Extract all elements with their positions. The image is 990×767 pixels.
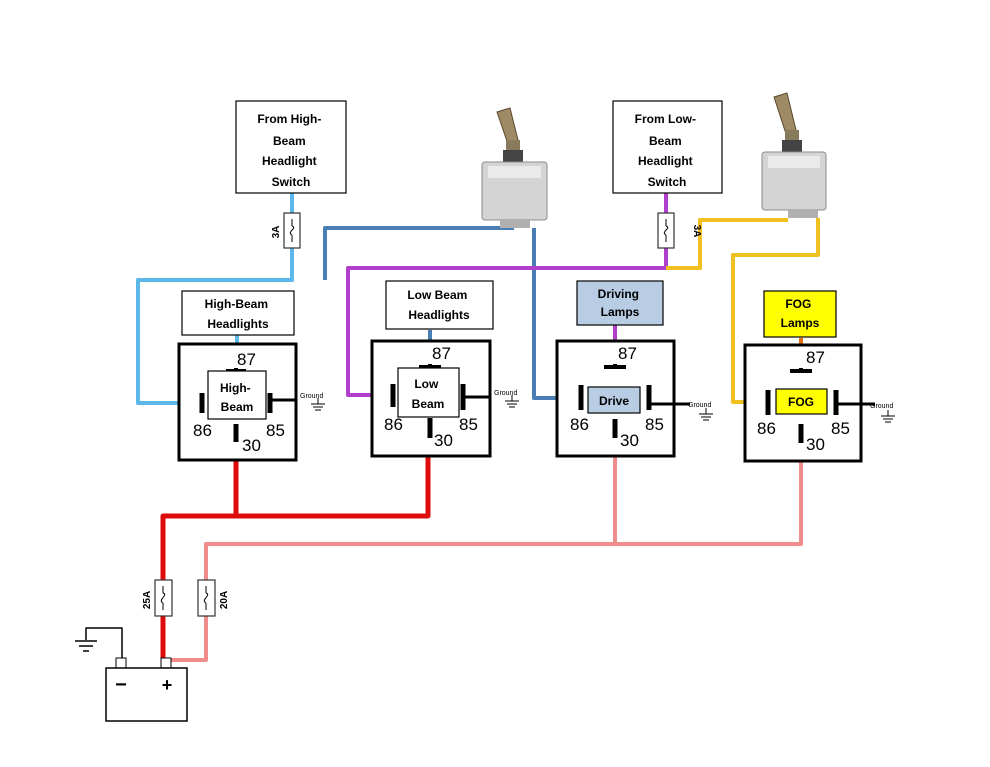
wire-high-beam-switch — [136, 193, 294, 405]
relay-label-line: FOG — [788, 395, 814, 409]
label-line: Switch — [272, 175, 311, 189]
pin-30: 30 — [806, 435, 825, 454]
battery-ground-icon — [75, 640, 97, 652]
pin-87: 87 — [806, 348, 825, 367]
pin-85: 85 — [266, 421, 285, 440]
relay-low-beam: Low Beam 87 86 85 30 Ground — [370, 339, 519, 458]
toggle-switch-icon — [481, 107, 548, 228]
svg-text:FOG: FOG — [788, 395, 814, 409]
fuse-label: 25A — [142, 591, 153, 609]
pin-86: 86 — [193, 421, 212, 440]
pin-30: 30 — [434, 431, 453, 450]
relay-high-beam: High- Beam 87 86 85 30 Ground — [177, 342, 325, 462]
toggle-switch-icon — [761, 92, 827, 218]
relay-label-line: High- — [220, 381, 251, 395]
pin-86: 86 — [384, 415, 403, 434]
ground-label: Ground — [870, 403, 893, 410]
label-line: From High- — [257, 112, 321, 126]
pin-85: 85 — [645, 415, 664, 434]
label-line: Lamps — [781, 316, 820, 330]
wire-low-beam-switch — [346, 193, 668, 397]
svg-text:From Low- Beam Hea: From Low- Beam Headlight Switch — [635, 112, 700, 189]
pin-86: 86 — [570, 415, 589, 434]
wires — [85, 193, 820, 668]
ground-icon: Ground — [870, 403, 895, 423]
label-line: Beam — [273, 134, 306, 148]
relay-label-line: Beam — [412, 397, 445, 411]
fuse-label: 3A — [271, 226, 282, 239]
label-line: FOG — [785, 297, 811, 311]
pin-87: 87 — [237, 350, 256, 369]
svg-text:High- Beam: High- Beam — [220, 381, 254, 414]
battery-negative: − — [115, 674, 127, 696]
label-line: Low Beam — [407, 288, 467, 302]
relay-label-line: Beam — [221, 400, 254, 414]
svg-text:From High- Beam He: From High- Beam Headlight Switch — [257, 112, 324, 189]
fog-lamps-box: FOG Lamps — [763, 290, 837, 338]
svg-text:Low Beam Headlights: Low Beam Headlights — [407, 288, 470, 322]
high-beam-switch-box: From High- Beam Headlight Switch — [235, 100, 347, 194]
pin-85: 85 — [459, 415, 478, 434]
pin-30: 30 — [242, 436, 261, 455]
ground-icon: Ground — [494, 390, 519, 408]
low-beam-headlights-box: Low Beam Headlights — [385, 280, 494, 330]
fuse-switch-low: 3A — [657, 212, 702, 249]
ground-icon: Ground — [688, 402, 713, 421]
label-line: Headlights — [408, 308, 470, 322]
label-line: Headlight — [262, 154, 317, 168]
wire-main-power — [160, 440, 431, 668]
label-line: Driving — [598, 287, 639, 301]
ground-label: Ground — [688, 402, 711, 409]
pin-30: 30 — [620, 431, 639, 450]
svg-text:Drive: Drive — [599, 394, 629, 408]
pin-87: 87 — [432, 344, 451, 363]
fuse-label: 3A — [691, 225, 702, 238]
battery-icon: − + — [105, 657, 188, 722]
wire-battery-ground — [85, 627, 123, 668]
pin-85: 85 — [831, 419, 850, 438]
label-line: From Low- — [635, 112, 696, 126]
label-line: Switch — [648, 175, 687, 189]
fuse-battery-main: 25A — [142, 579, 173, 617]
svg-text:Low Beam: Low Beam — [412, 377, 445, 411]
relay-label-line: Drive — [599, 394, 629, 408]
label-line: Lamps — [601, 305, 640, 319]
ground-label: Ground — [300, 393, 323, 400]
label-line: High-Beam — [205, 297, 268, 311]
label-line: Beam — [649, 134, 682, 148]
relay-fog: FOG 87 86 85 30 Ground — [743, 343, 895, 463]
label-line: Headlights — [207, 317, 269, 331]
relay-drive: Drive 87 86 85 30 Ground — [555, 339, 713, 458]
pin-86: 86 — [757, 419, 776, 438]
label-line: Headlight — [638, 154, 693, 168]
ground-label: Ground — [494, 390, 517, 397]
fuse-switch-high: 3A — [271, 212, 301, 249]
ground-icon: Ground — [300, 393, 325, 411]
fuse-label: 20A — [219, 591, 230, 609]
low-beam-switch-box: From Low- Beam Headlight Switch — [612, 100, 723, 194]
svg-text:High-Beam Headlights: High-Beam Headlights — [205, 297, 272, 331]
high-beam-headlights-box: High-Beam Headlights — [181, 290, 295, 336]
fuse-battery-lamps: 20A — [197, 579, 230, 617]
wire-lamp-power — [166, 440, 803, 668]
battery-positive: + — [162, 675, 173, 695]
svg-text:FOG Lamps: FOG Lamps — [781, 297, 820, 330]
pin-87: 87 — [618, 344, 637, 363]
driving-lamps-box: Driving Lamps — [576, 280, 664, 326]
svg-text:Driving Lamps: Driving Lamps — [598, 287, 643, 319]
relay-label-line: Low — [414, 377, 439, 391]
